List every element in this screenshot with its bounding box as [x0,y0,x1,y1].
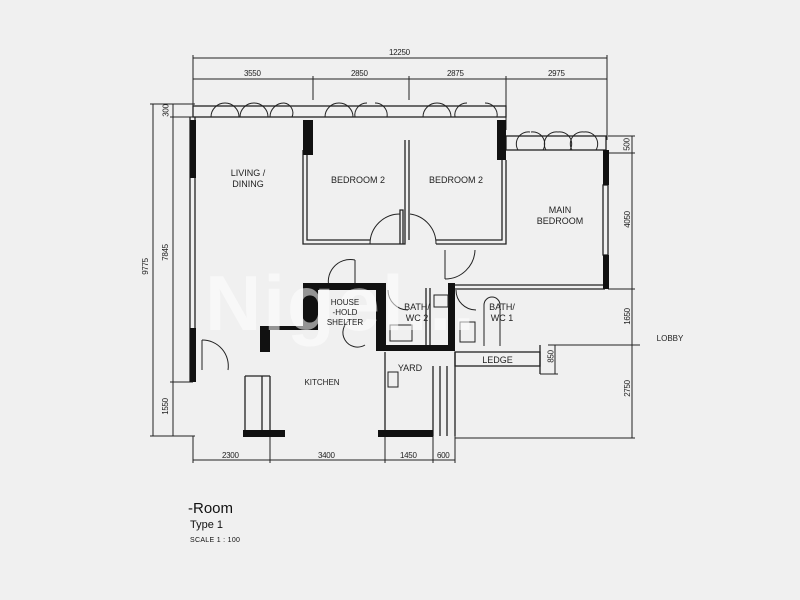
room-label-bedroom-2b: BEDROOM 2 [428,175,483,185]
bathroom-fixtures [387,294,501,388]
bath-wc2-line2: WC 2 [405,313,429,323]
bottom-dimension-lines [192,436,456,463]
room-label-bedroom-2a: BEDROOM 2 [330,175,385,185]
plan-subtitle: Type 1 [190,519,224,531]
room-label-ledge: LEDGE [482,355,513,365]
dim-bottom-seg-1: 2300 [222,451,239,460]
window-sashes [210,102,599,151]
bath-wc1-line1: BATH/ [489,302,515,312]
shelter-line2: -HOLD [332,308,358,317]
room-label-kitchen: KITCHEN [304,378,340,387]
living-dining-line2: DINING [232,179,264,189]
shelter-line3: SHELTER [326,318,364,327]
room-label-household-shelter: HOUSE -HOLD SHELTER [316,298,374,328]
dim-top-seg-2: 2850 [351,69,368,78]
dim-right-seg-3: 1650 [622,308,632,325]
bath-wc2-line1: BATH/ [404,302,430,312]
room-label-yard: YARD [397,363,423,373]
top-dimension-lines [192,55,608,140]
dim-left-seg-1: 300 [161,104,171,117]
dim-right-seg-4: 2750 [622,380,632,397]
dim-right-seg-2: 4050 [622,211,632,228]
dim-bottom-seg-4: 600 [437,451,450,460]
walls-structural [190,120,609,437]
dim-left-seg-3: 1550 [160,398,170,415]
main-bedroom-line2: BEDROOM [536,216,584,226]
room-label-living-dining: LIVING / DINING [218,168,278,190]
dim-bottom-seg-2: 3400 [318,451,335,460]
dim-left-seg-2: 7845 [160,244,170,261]
dim-top-seg-3: 2875 [447,69,464,78]
dim-left-total: 9775 [140,258,150,275]
room-label-lobby: LOBBY [656,334,684,343]
dim-top-total: 12250 [389,48,410,57]
right-dimension-lines [455,135,640,439]
dim-right-seg-1: 500 [622,138,632,151]
door-swings [201,213,477,371]
plan-title: -Room [188,500,234,517]
living-dining-line1: LIVING / [230,168,266,178]
plan-scale: SCALE 1 : 100 [190,537,241,544]
dim-right-small: 850 [546,350,556,363]
dim-bottom-seg-3: 1450 [400,451,417,460]
main-bedroom-line1: MAIN [548,205,572,215]
room-label-main-bedroom: MAIN BEDROOM [530,205,590,227]
watermark-text: Nigel... [205,259,477,347]
left-dimension-lines [150,103,195,437]
dim-top-seg-1: 3550 [244,69,261,78]
shelter-line1: HOUSE [330,298,360,307]
room-label-bath-wc2: BATH/ WC 2 [397,302,437,324]
room-label-bath-wc1: BATH/ WC 1 [482,302,522,324]
bath-wc1-line2: WC 1 [490,313,514,323]
dim-top-seg-4: 2975 [548,69,565,78]
